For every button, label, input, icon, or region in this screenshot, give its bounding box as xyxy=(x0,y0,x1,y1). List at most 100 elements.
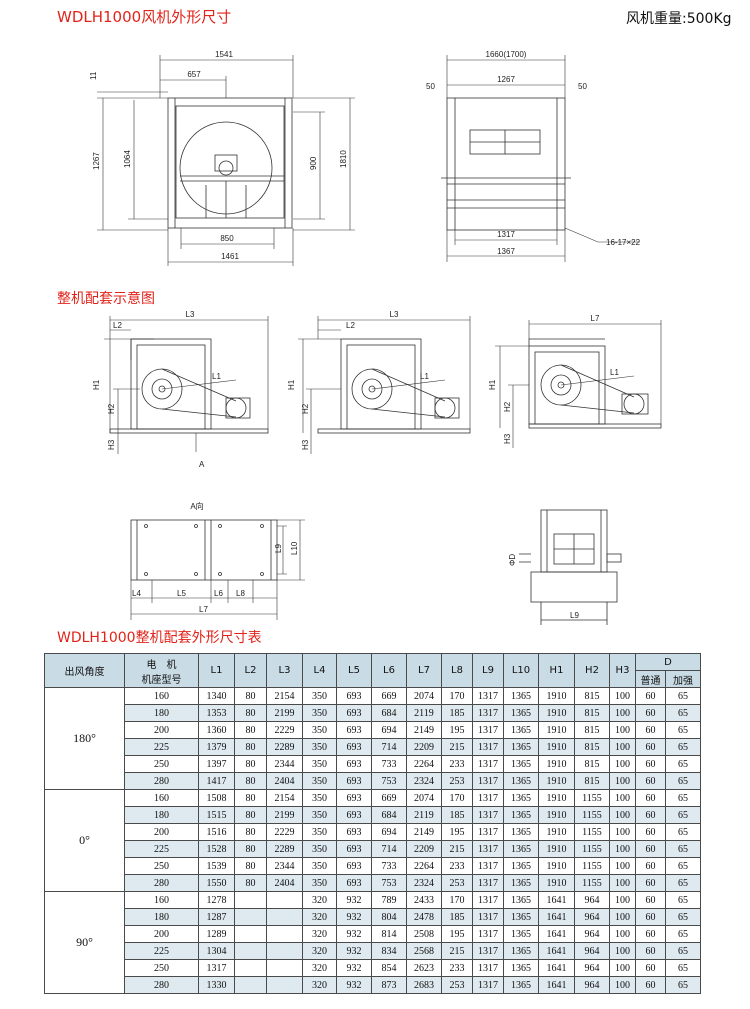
table-cell: 964 xyxy=(574,891,610,909)
table-cell xyxy=(234,925,267,943)
header-col: H1 xyxy=(538,653,575,688)
table-cell: 1360 xyxy=(198,721,235,739)
table-cell: 60 xyxy=(635,925,666,943)
table-cell: 2344 xyxy=(266,857,303,875)
table-cell xyxy=(266,942,303,960)
table-cell: 1317 xyxy=(472,755,504,773)
table-cell: 1910 xyxy=(538,687,575,705)
table-cell: 160 xyxy=(124,891,199,909)
table-cell: 2149 xyxy=(406,721,442,739)
table-cell: 233 xyxy=(441,959,473,977)
table-cell: 1317 xyxy=(472,823,504,841)
table-cell: 932 xyxy=(336,976,372,994)
table-cell: 80 xyxy=(234,772,267,790)
table-cell xyxy=(234,959,267,977)
dim-label: 1317 xyxy=(497,230,515,239)
table-cell: 253 xyxy=(441,772,473,790)
dim-label: 1267 xyxy=(92,152,101,170)
dim-label: 50 xyxy=(578,82,587,91)
table-cell: 80 xyxy=(234,823,267,841)
dim-label: L10 xyxy=(290,541,299,555)
table-cell: 693 xyxy=(336,755,372,773)
table-cell xyxy=(234,942,267,960)
table-cell: 170 xyxy=(441,789,473,807)
table-cell: 1155 xyxy=(574,806,610,824)
fan-side-view xyxy=(441,97,571,231)
table-cell: 669 xyxy=(371,789,407,807)
table-cell: 2289 xyxy=(266,840,303,858)
table-cell: 964 xyxy=(574,959,610,977)
dim-label: H3 xyxy=(503,433,512,444)
table-cell: 1379 xyxy=(198,738,235,756)
table-cell: 280 xyxy=(124,976,199,994)
table-cell: 693 xyxy=(336,789,372,807)
table-cell xyxy=(266,908,303,926)
table-cell xyxy=(266,959,303,977)
table-cell: 233 xyxy=(441,755,473,773)
table-cell: 100 xyxy=(609,789,636,807)
table-cell: 60 xyxy=(635,755,666,773)
table-cell: 80 xyxy=(234,806,267,824)
table-cell: 2199 xyxy=(266,704,303,722)
table-cell: 1365 xyxy=(503,755,539,773)
table-cell: 693 xyxy=(336,687,372,705)
table-cell: 815 xyxy=(574,687,610,705)
table-cell: 1417 xyxy=(198,772,235,790)
dim-label: 50 xyxy=(426,82,435,91)
table-cell: 60 xyxy=(635,806,666,824)
table-cell: 180 xyxy=(124,908,199,926)
table-cell: 60 xyxy=(635,823,666,841)
table-cell: 2199 xyxy=(266,806,303,824)
table-cell: 250 xyxy=(124,959,199,977)
table-cell: 60 xyxy=(635,738,666,756)
table-cell: 1317 xyxy=(472,806,504,824)
dim-label: L1 xyxy=(420,372,429,381)
header-col: H2 xyxy=(574,653,610,688)
table-cell: 65 xyxy=(664,704,702,722)
dim-label: 900 xyxy=(309,156,318,170)
table-cell: 65 xyxy=(664,772,702,790)
table-cell: 60 xyxy=(635,908,666,926)
table-cell: 350 xyxy=(302,840,337,858)
dim-label: H3 xyxy=(301,439,310,450)
table-cell: 1910 xyxy=(538,857,575,875)
drawing-labels: 1541 657 11 1267 1064 900 1810 850 1461 … xyxy=(89,50,641,620)
dim-label: L6 xyxy=(214,589,223,598)
table-cell: 1641 xyxy=(538,925,575,943)
table-cell: 1641 xyxy=(538,959,575,977)
table-cell: 60 xyxy=(635,721,666,739)
table-cell: 1365 xyxy=(503,925,539,943)
table-cell: 350 xyxy=(302,704,337,722)
header-col: L2 xyxy=(234,653,267,688)
table-cell: 1365 xyxy=(503,772,539,790)
table-cell: 1539 xyxy=(198,857,235,875)
dim-label: L1 xyxy=(610,368,619,377)
dim-label: 657 xyxy=(187,70,201,79)
dim-label: L8 xyxy=(236,589,245,598)
dim-label: L2 xyxy=(346,321,355,330)
table-cell: 2404 xyxy=(266,874,303,892)
table-cell: 1353 xyxy=(198,704,235,722)
table-cell: 1365 xyxy=(503,789,539,807)
table-cell: 804 xyxy=(371,908,407,926)
table-header: 出风角度 电 机 机座型号 L1 L2 L3 L4 L5 L6 L7 L8 L9… xyxy=(44,653,702,688)
dim-label: 1367 xyxy=(497,247,515,256)
dim-label: L1 xyxy=(212,372,221,381)
table-cell: 789 xyxy=(371,891,407,909)
table-cell: 60 xyxy=(635,840,666,858)
table-cell: 693 xyxy=(336,738,372,756)
table-cell: 100 xyxy=(609,976,636,994)
table-cell: 350 xyxy=(302,789,337,807)
table-cell: 1365 xyxy=(503,738,539,756)
dim-label: L9 xyxy=(570,611,579,620)
table-cell: 1910 xyxy=(538,755,575,773)
table-cell: 1641 xyxy=(538,976,575,994)
technical-drawings: 1541 657 11 1267 1064 900 1810 850 1461 … xyxy=(89,50,662,625)
table-cell: 100 xyxy=(609,942,636,960)
assembly-view-90 xyxy=(528,338,662,429)
